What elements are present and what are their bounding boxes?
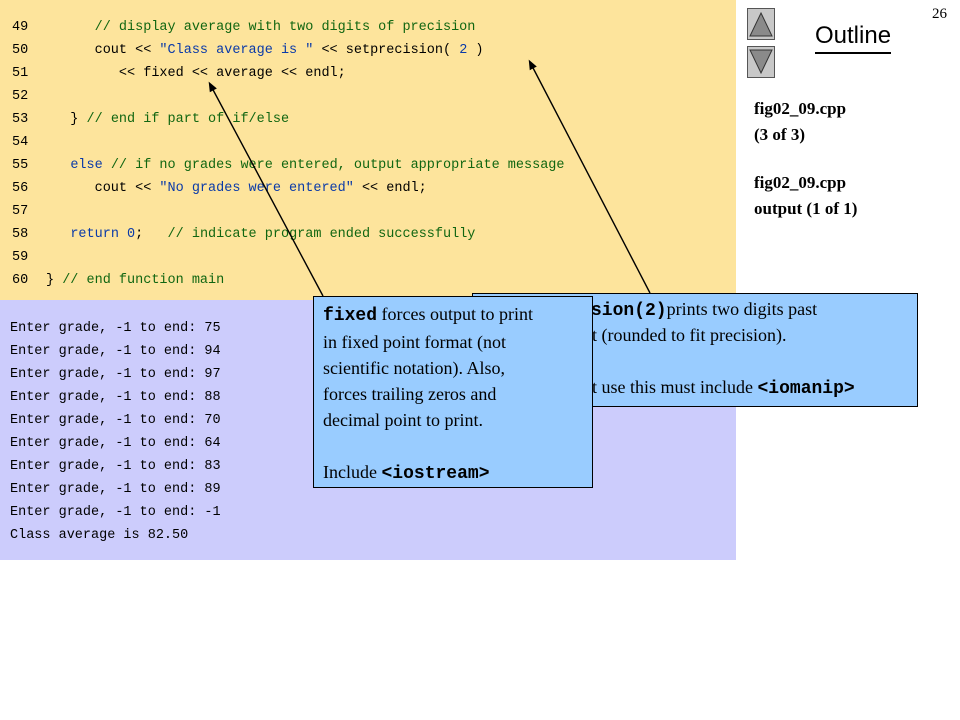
page-number: 26 <box>932 6 947 22</box>
callout-line: sion(2)prints two digits past <box>591 296 817 324</box>
code-segment: << setprecision( <box>313 43 460 58</box>
code-segment: << fixed << average << endl; <box>46 66 346 81</box>
code-segment <box>46 227 70 242</box>
code-segment: // display average with two digits of pr… <box>94 20 476 35</box>
code-segment: } <box>46 273 63 288</box>
code-segment: } <box>46 112 87 127</box>
outline-title[interactable]: Outline <box>815 22 892 54</box>
output-line: Enter grade, -1 to end: 83 <box>10 459 221 474</box>
code-segment: // end function main <box>62 273 225 288</box>
code-segment: return <box>70 227 119 242</box>
output-line: Enter grade, -1 to end: 97 <box>10 367 221 382</box>
line-number: 49 <box>12 20 29 35</box>
line-number: 51 <box>12 66 29 81</box>
code-segment: 0 <box>127 227 136 242</box>
line-number: 52 <box>12 89 29 104</box>
code-segment: cout << <box>46 181 160 196</box>
code-segment: ) <box>467 43 484 58</box>
output-line: Enter grade, -1 to end: -1 <box>10 505 221 520</box>
callout-text: forces output to print <box>377 304 533 324</box>
callout-line: fixed forces output to print <box>323 301 592 329</box>
code-line: 55 else // if no grades were entered, ou… <box>0 154 565 177</box>
code-segment: // indicate program ended successfully <box>167 227 476 242</box>
output-line: Class average is 82.50 <box>10 528 189 543</box>
callout-code: <iomanip> <box>757 379 855 399</box>
callout-line: Include <iostream> <box>323 459 592 487</box>
callout-line: scientific notation). Also, <box>323 358 505 378</box>
code-segment: else <box>70 158 103 173</box>
callout-text: Include <box>323 462 382 482</box>
output-line: Enter grade, -1 to end: 94 <box>10 344 221 359</box>
code-line: 56 cout << "No grades were entered" << e… <box>0 177 427 200</box>
code-segment: << endl; <box>353 181 427 196</box>
file-label-line: output (1 of 1) <box>754 199 858 218</box>
code-segment: "No grades were entered" <box>159 181 354 196</box>
callout-code: sion(2) <box>591 301 667 321</box>
code-segment: // end if part of if/else <box>86 112 290 127</box>
code-line: 59 <box>0 246 46 269</box>
code-segment <box>46 158 70 173</box>
code-segment: ; <box>135 227 168 242</box>
line-number: 50 <box>12 43 29 58</box>
line-number: 59 <box>12 250 29 265</box>
code-segment: "Class average is " <box>159 43 314 58</box>
callout-line: decimal point to print. <box>323 410 483 430</box>
down-triangle-icon <box>749 49 773 75</box>
callout-line: forces trailing zeros and <box>323 384 497 404</box>
file-label-line: (3 of 3) <box>754 125 805 144</box>
callout-code: fixed <box>323 306 378 326</box>
next-slide-button[interactable] <box>747 46 775 78</box>
file-label-line: fig02_09.cpp <box>754 173 847 192</box>
output-line: Enter grade, -1 to end: 89 <box>10 482 221 497</box>
callout-code: <iostream> <box>381 464 490 484</box>
code-line: 57 <box>0 200 46 223</box>
line-number: 57 <box>12 204 29 219</box>
file-label-line: fig02_09.cpp <box>754 99 847 118</box>
output-line: Enter grade, -1 to end: 64 <box>10 436 221 451</box>
callout-line: t (rounded to fit precision). <box>592 325 787 345</box>
fixed-callout: fixed forces output to print in fixed po… <box>313 296 593 488</box>
code-line: 53 } // end if part of if/else <box>0 108 289 131</box>
code-line: 60} // end function main <box>0 269 224 292</box>
file-label-source: fig02_09.cpp (3 of 3) <box>754 96 846 148</box>
output-line: Enter grade, -1 to end: 70 <box>10 413 221 428</box>
callout-line: t use this must include <iomanip> <box>592 374 855 402</box>
code-segment <box>46 20 95 35</box>
line-number: 54 <box>12 135 29 150</box>
code-segment: // if no grades were entered, output app… <box>110 158 565 173</box>
code-segment <box>103 158 111 173</box>
line-number: 58 <box>12 227 29 242</box>
line-number: 53 <box>12 112 29 127</box>
code-segment: 2 <box>459 43 468 58</box>
callout-text: t use this must include <box>592 377 758 397</box>
line-number: 55 <box>12 158 29 173</box>
code-line: 58 return 0; // indicate program ended s… <box>0 223 475 246</box>
code-line: 50 cout << "Class average is " << setpre… <box>0 39 484 62</box>
code-line: 54 <box>0 131 46 154</box>
callout-text: prints two digits past <box>666 299 818 319</box>
line-number: 56 <box>12 181 29 196</box>
code-line: 49 // display average with two digits of… <box>0 16 475 39</box>
code-listing-panel: 49 // display average with two digits of… <box>0 0 736 300</box>
code-segment <box>119 227 127 242</box>
code-line: 51 << fixed << average << endl; <box>0 62 346 85</box>
code-line: 52 <box>0 85 46 108</box>
line-number: 60 <box>12 273 29 288</box>
file-label-output: fig02_09.cpp output (1 of 1) <box>754 170 857 222</box>
up-triangle-icon <box>749 11 773 37</box>
output-line: Enter grade, -1 to end: 75 <box>10 321 221 336</box>
output-line: Enter grade, -1 to end: 88 <box>10 390 221 405</box>
code-segment: cout << <box>46 43 160 58</box>
callout-line: in fixed point format (not <box>323 332 506 352</box>
previous-slide-button[interactable] <box>747 8 775 40</box>
